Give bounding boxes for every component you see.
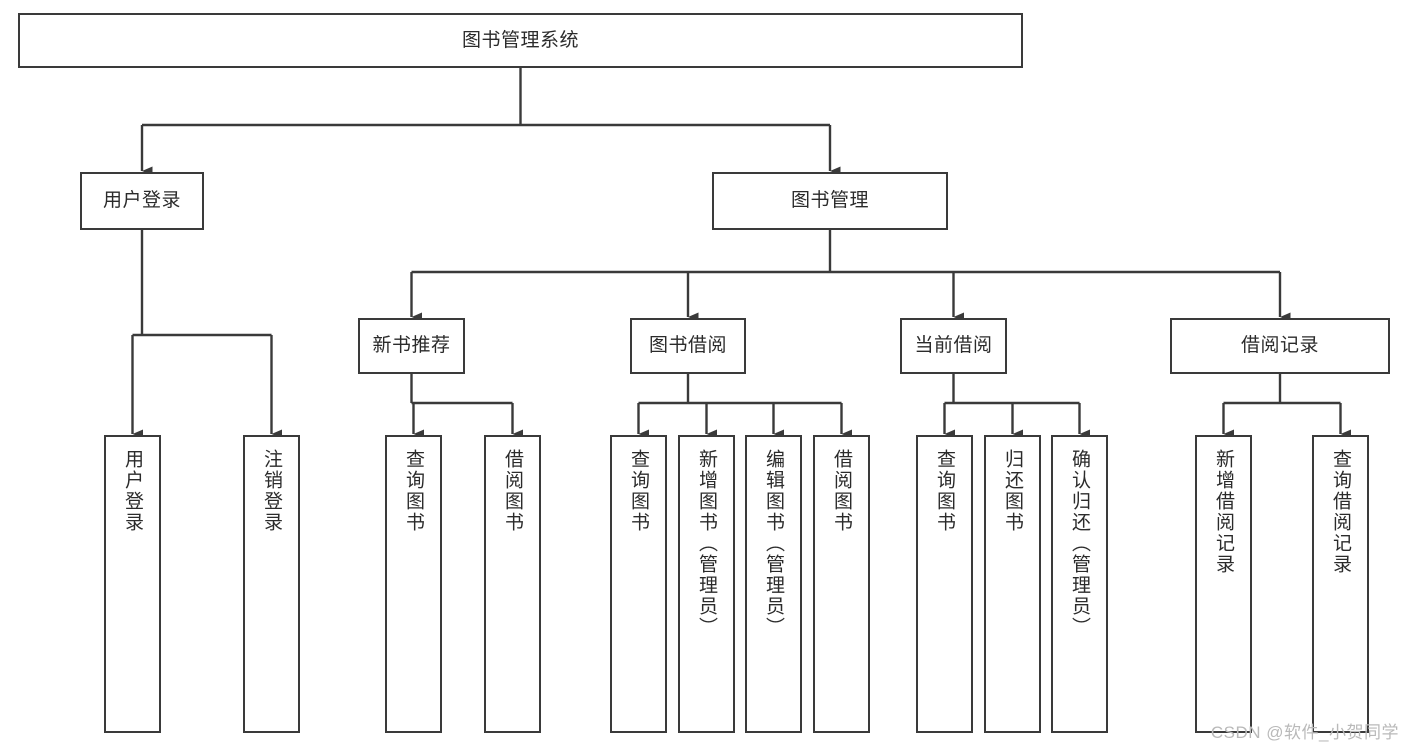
node-borrow-record-label: 借阅记录 — [1240, 335, 1319, 357]
node-root[interactable]: 图书管理系统 — [18, 13, 1023, 68]
node-user-login[interactable]: 用户登录 — [80, 172, 204, 230]
node-root-label: 图书管理系统 — [461, 29, 579, 51]
node-leaf-query-book-2[interactable]: 查询图书 — [610, 435, 667, 733]
node-leaf-edit-book-label: 编辑图书（管理员） — [763, 449, 784, 638]
node-leaf-borrow-book-2[interactable]: 借阅图书 — [813, 435, 870, 733]
node-book-manage-label: 图书管理 — [790, 190, 869, 212]
node-new-book-rec[interactable]: 新书推荐 — [358, 318, 465, 374]
node-book-borrow[interactable]: 图书借阅 — [630, 318, 746, 374]
node-leaf-confirm-return[interactable]: 确认归还（管理员） — [1051, 435, 1108, 733]
node-leaf-query-book-3-label: 查询图书 — [934, 449, 955, 533]
node-leaf-confirm-return-label: 确认归还（管理员） — [1069, 449, 1090, 638]
node-leaf-user-login[interactable]: 用户登录 — [104, 435, 161, 733]
node-leaf-add-record[interactable]: 新增借阅记录 — [1195, 435, 1252, 733]
node-leaf-edit-book[interactable]: 编辑图书（管理员） — [745, 435, 802, 733]
node-new-book-rec-label: 新书推荐 — [372, 335, 451, 357]
node-leaf-query-book-1-label: 查询图书 — [403, 449, 424, 533]
node-leaf-borrow-book-2-label: 借阅图书 — [831, 449, 852, 533]
node-leaf-add-book[interactable]: 新增图书（管理员） — [678, 435, 735, 733]
node-leaf-return-book[interactable]: 归还图书 — [984, 435, 1041, 733]
node-leaf-add-record-label: 新增借阅记录 — [1213, 449, 1234, 575]
node-user-login-label: 用户登录 — [102, 190, 181, 212]
node-leaf-logout-label: 注销登录 — [261, 449, 282, 533]
node-leaf-add-book-label: 新增图书（管理员） — [696, 449, 717, 638]
watermark-text: CSDN @软件_小贺同学 — [1210, 723, 1399, 742]
node-leaf-logout[interactable]: 注销登录 — [243, 435, 300, 733]
node-leaf-query-record[interactable]: 查询借阅记录 — [1312, 435, 1369, 733]
node-book-borrow-label: 图书借阅 — [648, 335, 727, 357]
node-leaf-user-login-label: 用户登录 — [122, 449, 143, 533]
node-leaf-query-book-1[interactable]: 查询图书 — [385, 435, 442, 733]
node-leaf-query-record-label: 查询借阅记录 — [1330, 449, 1351, 575]
node-current-borrow-label: 当前借阅 — [914, 335, 993, 357]
node-borrow-record[interactable]: 借阅记录 — [1170, 318, 1390, 374]
node-leaf-return-book-label: 归还图书 — [1002, 449, 1023, 533]
node-leaf-borrow-book-1[interactable]: 借阅图书 — [484, 435, 541, 733]
node-book-manage[interactable]: 图书管理 — [712, 172, 948, 230]
node-leaf-query-book-2-label: 查询图书 — [628, 449, 649, 533]
node-leaf-query-book-3[interactable]: 查询图书 — [916, 435, 973, 733]
node-leaf-borrow-book-1-label: 借阅图书 — [502, 449, 523, 533]
node-current-borrow[interactable]: 当前借阅 — [900, 318, 1007, 374]
